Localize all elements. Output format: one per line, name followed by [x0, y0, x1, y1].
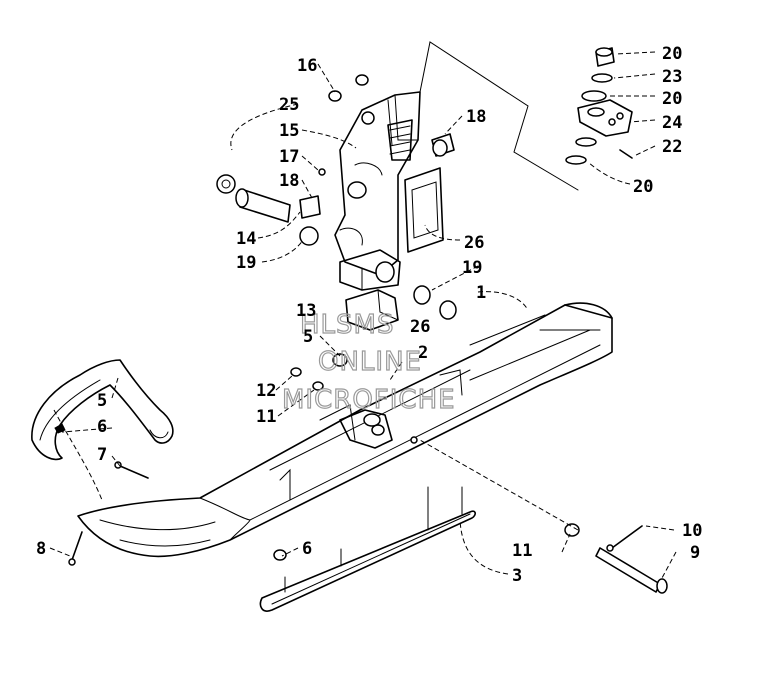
callout-5: 5: [97, 391, 107, 411]
bushing-14: [235, 188, 291, 223]
callout-20-lower: 20: [633, 177, 653, 197]
callout-20-upper: 20: [662, 89, 682, 109]
callout-6-upper: 6: [97, 417, 107, 437]
ski-body: [77, 302, 613, 558]
callout-11-upper: 11: [256, 407, 276, 427]
callout-8: 8: [36, 539, 46, 559]
callout-1: 1: [476, 283, 486, 303]
svg-text:ONLINE: ONLINE: [318, 347, 422, 377]
washer-11-lower: [564, 523, 580, 537]
callout-26: 26: [464, 233, 484, 253]
bushing-18-left: [216, 174, 236, 194]
pin-10: [606, 525, 643, 552]
washer-16: [355, 74, 369, 86]
bolt-9: [595, 547, 668, 594]
callout-6-lower: 6: [302, 539, 312, 559]
bushing-18-left-inner: [221, 179, 231, 189]
callout-16: 16: [297, 56, 317, 76]
svg-text:MICROFICHE: MICROFICHE: [282, 385, 456, 415]
watermark: HLSMS ONLINE MICROFICHE: [281, 309, 456, 415]
washer-11-upper: [312, 381, 324, 391]
nut-6-lower: [273, 549, 287, 561]
bushing-19-upper: [299, 195, 321, 246]
callout-13: 13: [296, 301, 316, 321]
callout-7: 7: [97, 445, 107, 465]
callout-21: 22: [662, 137, 682, 157]
callout-18-right: 18: [466, 107, 486, 127]
grease-fitting-17: [318, 168, 326, 176]
callout-24: 20: [662, 44, 682, 64]
bushing-19-lower: [413, 285, 457, 320]
spindle: [334, 91, 421, 291]
callout-9: 9: [690, 543, 700, 563]
bushing-18-right: [431, 133, 455, 157]
ski-handle-loop: [31, 359, 174, 461]
nut-16: [328, 90, 342, 102]
nut-4: [332, 353, 348, 367]
decal: [404, 167, 444, 253]
spindle-stop: [345, 289, 399, 331]
svg-text:HLSMS: HLSMS: [300, 310, 394, 340]
callout-17: 17: [279, 147, 299, 167]
callout-25-lower: 26: [410, 317, 430, 337]
callout-23: 23: [662, 67, 682, 87]
callout-labels: 20 23 20 24 22 20 16 25 15 17 18 18 14 1…: [36, 44, 702, 586]
steering-arm-assembly: [565, 47, 633, 165]
bolt-7: [114, 461, 149, 479]
callout-4: 5: [303, 327, 313, 347]
bolt-8: [68, 531, 83, 566]
callout-10: 10: [682, 521, 702, 541]
leader-lines: [49, 51, 677, 579]
callout-14: 14: [236, 229, 256, 249]
callout-22: 24: [662, 113, 682, 133]
nut-12: [290, 367, 302, 377]
callout-2: 2: [418, 343, 428, 363]
callout-19-left: 19: [236, 253, 256, 273]
callout-12: 12: [256, 381, 276, 401]
callout-25-upper: 25: [279, 95, 299, 115]
callout-11-lower: 11: [512, 541, 532, 561]
callout-18-left: 18: [279, 171, 299, 191]
callout-15: 15: [279, 121, 299, 141]
callout-3: 3: [512, 566, 522, 586]
callout-19-right: 19: [462, 258, 482, 278]
wear-rod: [259, 486, 476, 612]
